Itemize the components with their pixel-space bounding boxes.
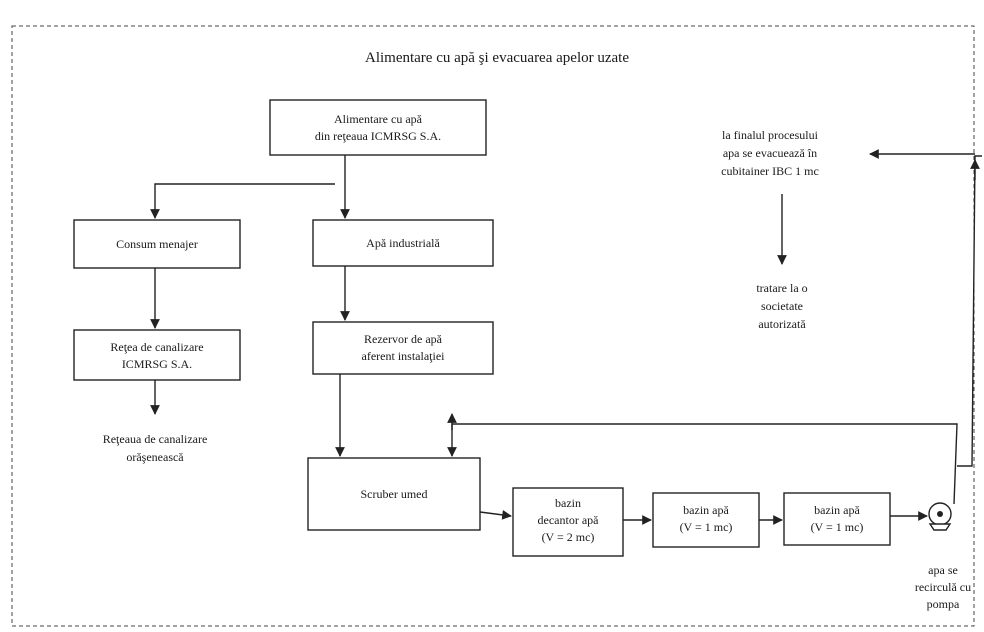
note-treatment-line2: societate — [761, 299, 803, 313]
pump-icon — [928, 502, 952, 531]
node-basin2-line1: bazin apă — [814, 503, 860, 517]
node-sewer-network: Reţea de canalizare ICMRSG S.A. — [73, 329, 241, 381]
note-city-sewer-line2: orăşenească — [126, 450, 184, 464]
node-basin1-line2: (V = 1 mc) — [680, 520, 733, 534]
arrow-supply-to-household — [150, 183, 335, 219]
note-treatment-line3: autorizată — [758, 317, 806, 331]
node-basin1-line1: bazin apă — [683, 503, 729, 517]
note-pump-line3: pompa — [927, 597, 960, 611]
node-water-tank: Rezervor de apă aferent instalaţiei — [312, 321, 494, 375]
note-evacuation-line2: apa se evacuează în — [723, 146, 817, 160]
note-evacuation: la finalul procesului apa se evacuează î… — [721, 128, 819, 178]
note-pump-line1: apa se — [928, 563, 958, 577]
node-basin-2: bazin apă (V = 1 mc) — [783, 492, 891, 546]
node-decanter-line3: (V = 2 mc) — [542, 530, 595, 544]
line-pump-to-evacuation — [957, 155, 982, 467]
arrow-scrubber-to-decanter — [479, 510, 512, 520]
note-pump: apa se recirculă cu pompa — [915, 563, 971, 611]
node-water-supply-line2: din reţeaua ICMRSG S.A. — [315, 129, 441, 143]
note-evacuation-line3: cubitainer IBC 1 mc — [721, 164, 819, 178]
node-tank-line2: aferent instalaţiei — [362, 349, 446, 363]
node-water-supply: Alimentare cu apă din reţeaua ICMRSG S.A… — [269, 99, 487, 156]
diagram-title: Alimentare cu apă şi evacuarea apelor uz… — [365, 50, 629, 66]
note-city-sewer-line1: Reţeaua de canalizare — [103, 432, 208, 446]
node-decanter-basin: bazin decantor apă (V = 2 mc) — [512, 487, 624, 557]
node-decanter-line2: decantor apă — [538, 513, 600, 527]
note-evacuation-line1: la finalul procesului — [722, 128, 819, 142]
node-household-label: Consum menajer — [116, 237, 198, 251]
node-industrial-water: Apă industrială — [312, 219, 494, 267]
node-scrubber-label: Scruber umed — [361, 487, 428, 501]
note-pump-line2: recirculă cu — [915, 580, 971, 594]
node-water-supply-line1: Alimentare cu apă — [334, 112, 423, 126]
note-treatment: tratare la o societate autorizată — [756, 281, 807, 331]
note-city-sewer: Reţeaua de canalizare orăşenească — [103, 432, 208, 464]
node-household-consumption: Consum menajer — [73, 219, 241, 269]
node-tank-line1: Rezervor de apă — [364, 332, 443, 346]
node-sewer-line2: ICMRSG S.A. — [122, 357, 192, 371]
node-wet-scrubber: Scruber umed — [307, 457, 481, 531]
node-basin-1: bazin apă (V = 1 mc) — [652, 492, 760, 548]
note-treatment-line1: tratare la o — [756, 281, 807, 295]
node-industrial-label: Apă industrială — [366, 236, 440, 250]
node-decanter-line1: bazin — [555, 496, 581, 510]
node-basin2-line2: (V = 1 mc) — [811, 520, 864, 534]
arrow-recirculation-loop — [447, 423, 958, 505]
node-sewer-line1: Reţea de canalizare — [110, 340, 203, 354]
